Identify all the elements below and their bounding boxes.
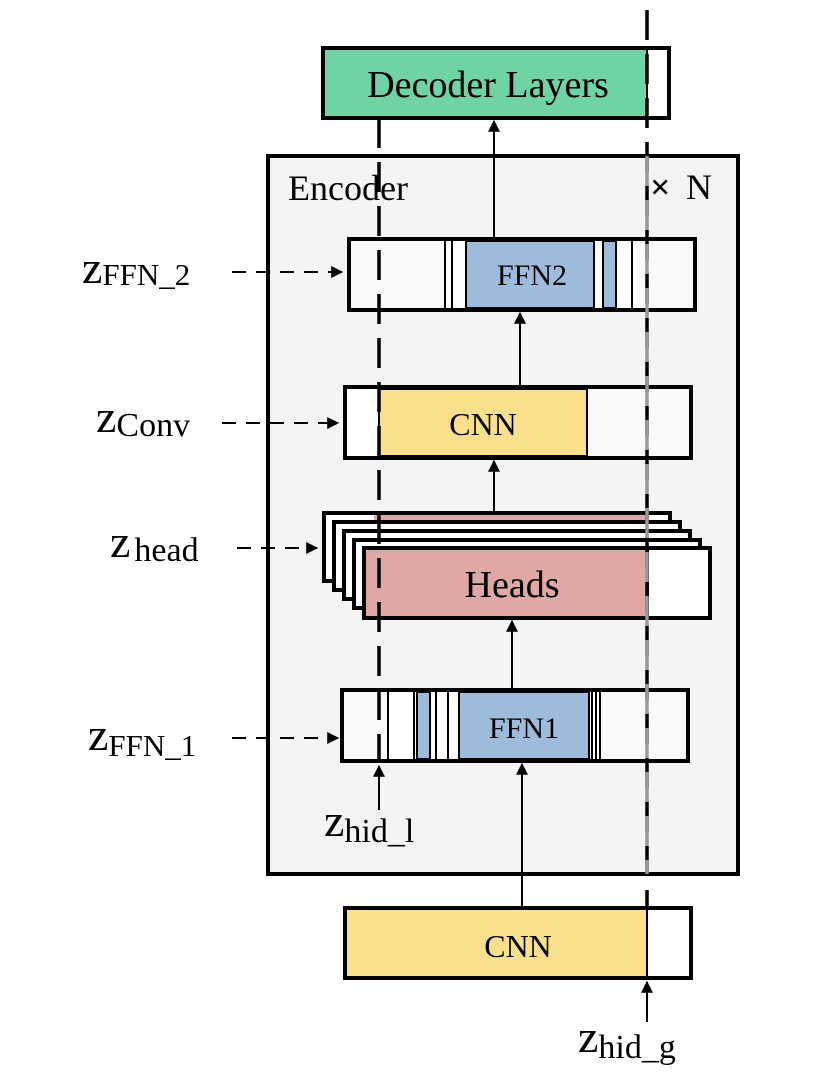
mask-label-ffn2: zFFN_2 bbox=[82, 242, 190, 293]
mask-label-hid-local: zhid_l bbox=[324, 795, 414, 850]
repeat-symbol: × bbox=[650, 167, 671, 207]
mask-label-conv: zConv bbox=[96, 391, 190, 444]
mask-label-ffn1: zFFN_1 bbox=[88, 709, 196, 763]
heads-label: Heads bbox=[465, 564, 560, 606]
ffn2-block: FFN2 bbox=[347, 237, 697, 312]
ffn1-label: FFN1 bbox=[489, 712, 559, 745]
encoder-label: Encoder bbox=[288, 168, 408, 208]
decoder-layers-block: Decoder Layers bbox=[321, 46, 671, 120]
cnn-conv-label: CNN bbox=[449, 406, 517, 442]
heads-stack: Heads bbox=[322, 511, 712, 620]
ffn1-block: FFN1 bbox=[340, 688, 690, 763]
ffn2-pruned-region bbox=[636, 241, 693, 308]
ffn1-pruned-region bbox=[600, 692, 686, 759]
ffn2-pruned-region bbox=[351, 241, 445, 308]
cnn-global-label: CNN bbox=[484, 928, 552, 964]
decoder-layers-label: Decoder Layers bbox=[367, 64, 609, 106]
cnn-conv-block: CNN bbox=[343, 385, 693, 460]
ffn2-label: FFN2 bbox=[497, 259, 567, 292]
ffn1-pruned-region bbox=[344, 692, 388, 759]
repeat-count-label: N bbox=[686, 167, 712, 207]
mask-label-hid-global: zhid_g bbox=[578, 1011, 676, 1066]
cnn-global-block: CNN bbox=[343, 906, 693, 980]
